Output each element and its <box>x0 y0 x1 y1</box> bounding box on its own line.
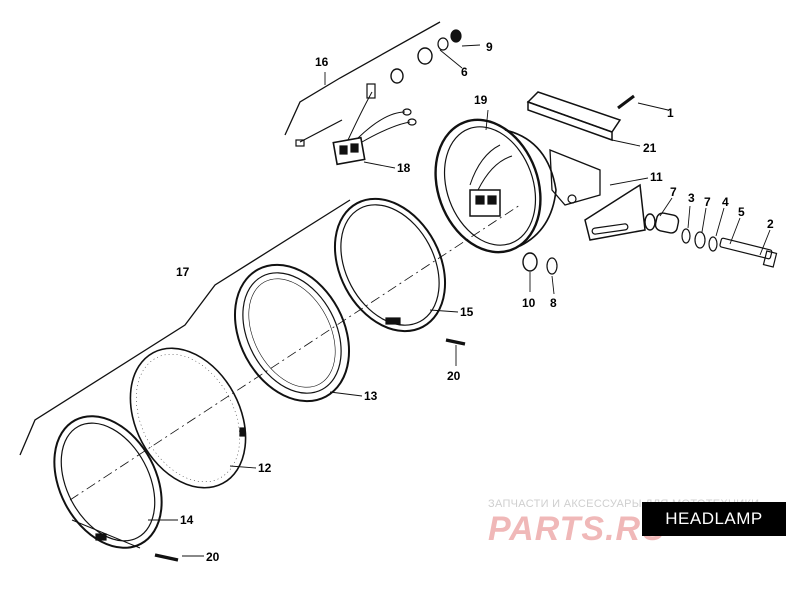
hardware-stack <box>644 212 778 268</box>
callout-2: 2 <box>767 217 774 231</box>
trim-ring-part-14 <box>53 415 163 549</box>
diagram-title-badge: HEADLAMP <box>642 502 786 536</box>
callout-9: 9 <box>486 40 493 54</box>
socket-harness-part-18 <box>295 83 417 166</box>
callout-15: 15 <box>460 305 474 319</box>
callout-21: 21 <box>643 141 657 155</box>
group-bracket-16 <box>284 21 441 136</box>
screw-part-1 <box>617 94 635 110</box>
headlamp-housing-part-19 <box>434 118 557 254</box>
leader-lines <box>148 44 771 557</box>
screw-part-20-upper <box>445 338 466 346</box>
callout-19: 19 <box>474 93 488 107</box>
callout-11: 11 <box>650 170 663 184</box>
assembly-centerline <box>69 204 521 501</box>
screw-part-20-lower <box>154 553 179 562</box>
mount-block-part-21 <box>526 91 622 206</box>
sealed-beam-ring-part-13 <box>233 263 351 403</box>
callout-3: 3 <box>688 191 695 205</box>
callout-20-lower: 20 <box>206 550 220 564</box>
callout-14: 14 <box>180 513 194 527</box>
callout-20-upper: 20 <box>447 369 461 383</box>
callout-8: 8 <box>550 296 557 310</box>
callout-5: 5 <box>738 205 745 219</box>
callout-17: 17 <box>176 265 190 279</box>
watermark-brand: PARTS.RU <box>488 510 667 548</box>
top-hardware-6-9 <box>390 29 462 84</box>
callout-16: 16 <box>315 55 329 69</box>
callout-13: 13 <box>364 389 378 403</box>
callout-7-right: 7 <box>704 195 711 209</box>
nut-washer-10-8 <box>522 252 558 275</box>
mounting-ring-part-15 <box>333 197 447 333</box>
callout-4: 4 <box>722 195 729 209</box>
callout-1: 1 <box>667 106 674 120</box>
callout-6: 6 <box>461 65 468 79</box>
callout-7-left: 7 <box>670 185 677 199</box>
bracket-plate-part-11 <box>584 183 646 241</box>
group-bracket-17 <box>19 199 351 456</box>
callout-12: 12 <box>258 461 272 475</box>
callout-18: 18 <box>397 161 411 175</box>
callout-10: 10 <box>522 296 536 310</box>
lens-part-12 <box>129 347 247 489</box>
